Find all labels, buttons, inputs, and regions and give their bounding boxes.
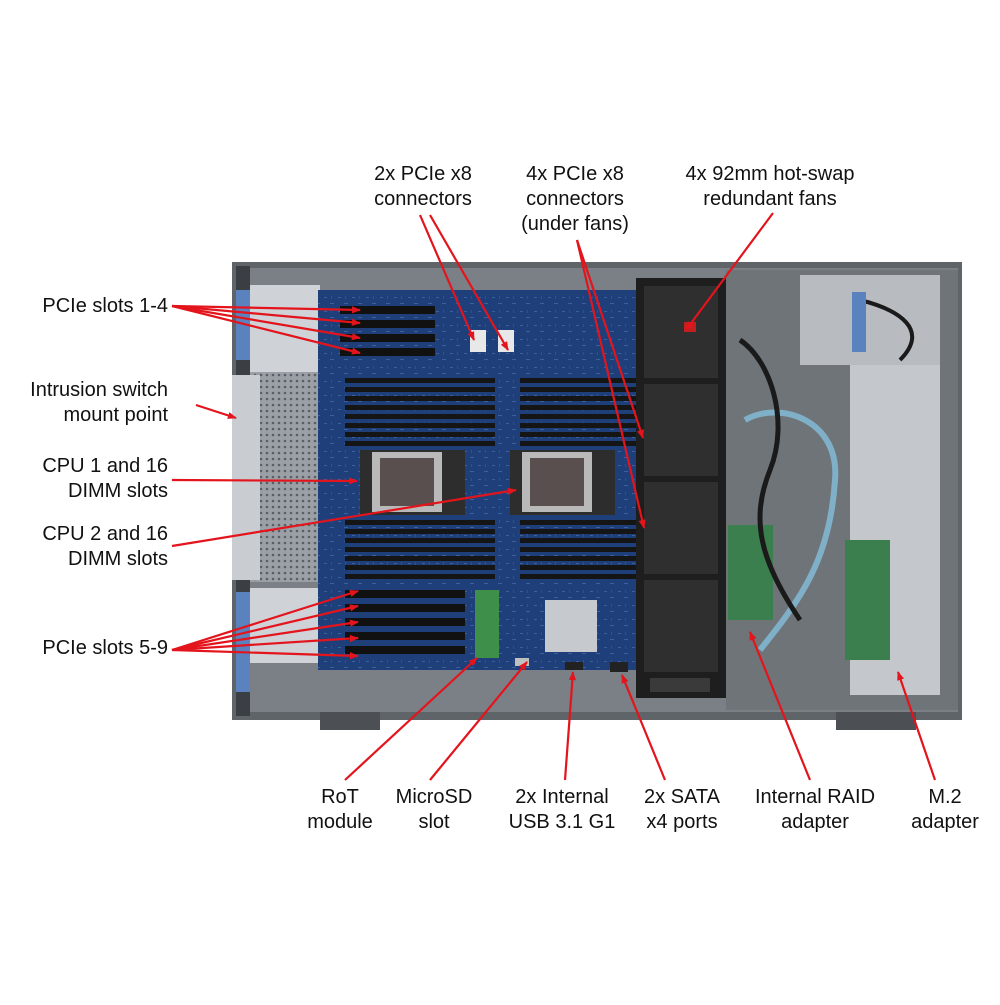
arrow-pcie-x8-under-fans-2	[575, 239, 646, 529]
arrow-pcie-slot-8	[171, 634, 359, 652]
label-pcie-slots-5-9: PCIe slots 5-9	[42, 637, 168, 659]
fan-bay	[636, 278, 726, 698]
arrow-pcie-slot-7	[171, 619, 359, 652]
label-intrusion-switch: Intrusion switch mount point	[30, 379, 168, 426]
storage-bay	[726, 270, 958, 710]
arrow-usb	[563, 671, 576, 781]
arrow-pcie-slot-3	[171, 304, 361, 341]
arrow-pcie-slot-1	[171, 304, 361, 314]
arrow-pcie-slot-4	[171, 304, 361, 355]
label-fans: 4x 92mm hot-swap redundant fans	[685, 163, 855, 210]
arrow-m2	[896, 671, 937, 781]
arrow-pcie-x8-right	[429, 214, 509, 351]
arrow-microsd	[429, 661, 528, 781]
motherboard	[318, 290, 640, 672]
arrow-pcie-x8-left	[418, 214, 476, 341]
arrow-cpu1	[171, 477, 358, 485]
label-usb: 2x Internal USB 3.1 G1	[508, 786, 616, 833]
arrow-pcie-slot-6	[171, 604, 359, 652]
arrow-pcie-slot-5	[171, 589, 359, 652]
label-m2: M.2 adapter	[911, 786, 979, 833]
label-pcie-x8-4x: 4x PCIe x8 connectors (under fans)	[521, 163, 629, 235]
label-microsd: MicroSD slot	[395, 786, 473, 833]
label-rot-module: RoT module	[307, 786, 373, 833]
arrow-sata	[620, 674, 667, 781]
arrow-pcie-slot-2	[171, 304, 361, 326]
label-pcie-x8-2x: 2x PCIe x8 connectors	[374, 163, 472, 210]
label-pcie-slots-1-4: PCIe slots 1-4	[42, 295, 168, 317]
label-sata: 2x SATA x4 ports	[644, 786, 720, 833]
arrow-intrusion-switch	[195, 403, 237, 420]
arrow-pcie-x8-under-fans-1	[575, 239, 645, 439]
arrow-fans	[685, 212, 774, 331]
arrow-cpu2	[171, 487, 517, 548]
arrow-raid	[748, 631, 812, 781]
label-cpu2-dimm: CPU 2 and 16 DIMM slots	[42, 523, 168, 570]
label-cpu1-dimm: CPU 1 and 16 DIMM slots	[42, 455, 168, 502]
label-raid: Internal RAID adapter	[754, 786, 876, 833]
arrow-pcie-slot-9	[171, 648, 359, 660]
arrow-rot-module	[344, 657, 478, 781]
callout-arrows	[171, 212, 937, 781]
